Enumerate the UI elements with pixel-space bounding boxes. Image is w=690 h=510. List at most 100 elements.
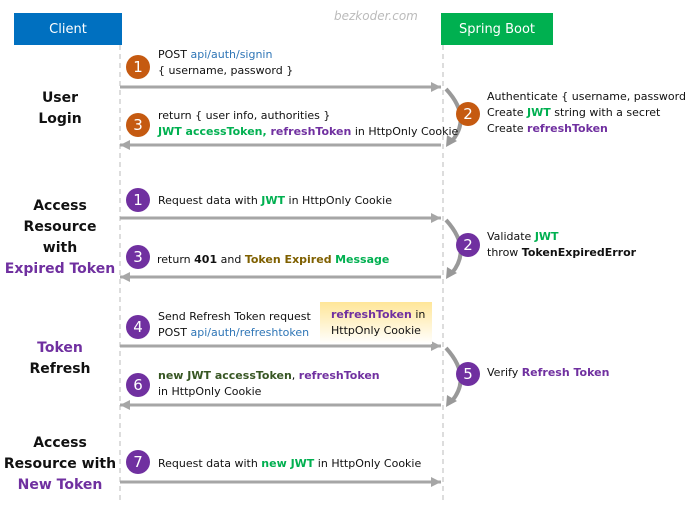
step-text: return { user info, authorities } JWT acc… bbox=[158, 108, 458, 140]
step-text-line: Create JWT string with a secret bbox=[487, 105, 690, 121]
text-segment: { username, password } bbox=[158, 64, 294, 77]
arrowhead bbox=[431, 341, 441, 351]
arrowhead bbox=[120, 140, 130, 150]
text-segment: api/auth/refreshtoken bbox=[190, 326, 310, 339]
text-segment: in HttpOnly Cookie bbox=[351, 125, 459, 138]
step-text-line: Request data with JWT in HttpOnly Cookie bbox=[158, 193, 392, 209]
text-segment: refreshToken bbox=[527, 122, 608, 135]
section-label-line: Resource with bbox=[3, 456, 117, 472]
step-text: POST api/auth/signin{ username, password… bbox=[158, 47, 293, 79]
arrowhead bbox=[431, 477, 441, 487]
step-text-line: throw TokenExpiredError bbox=[487, 245, 636, 261]
text-segment: Message bbox=[335, 253, 390, 266]
text-segment: Authenticate { username, password } bbox=[487, 90, 690, 103]
step-number-badge: 3 bbox=[126, 245, 150, 269]
spring-boot-header: Spring Boot bbox=[441, 13, 553, 45]
step-text-line: refreshToken in bbox=[331, 307, 425, 323]
text-segment: refreshToken bbox=[270, 125, 352, 138]
section-label-line: Access bbox=[33, 198, 87, 214]
text-segment: JWT bbox=[534, 230, 559, 243]
step-text: return 401 and Token Expired Message bbox=[157, 252, 389, 268]
text-segment: refreshToken bbox=[331, 308, 412, 321]
step-text-line: new JWT accessToken, refreshToken bbox=[158, 368, 380, 384]
arrowhead bbox=[431, 82, 441, 92]
section-label-line: Token bbox=[37, 340, 83, 356]
step-text-line: POST api/auth/signin bbox=[158, 47, 293, 63]
text-segment: TokenExpiredError bbox=[521, 246, 637, 259]
text-segment: Verify bbox=[487, 366, 522, 379]
arrowhead bbox=[120, 400, 130, 410]
text-segment: JWT bbox=[261, 194, 286, 207]
text-segment: new JWT bbox=[261, 457, 315, 470]
text-segment: and bbox=[217, 253, 245, 266]
text-segment: refreshToken bbox=[298, 369, 380, 382]
text-segment: JWT accessToken, bbox=[158, 125, 271, 138]
text-segment: Create bbox=[487, 106, 528, 119]
text-segment: 401 bbox=[194, 253, 218, 266]
text-segment: POST bbox=[158, 48, 191, 61]
step-text-line: return 401 and Token Expired Message bbox=[157, 252, 389, 268]
step-text-line: in HttpOnly Cookie bbox=[158, 384, 380, 400]
section-label-line: Login bbox=[38, 111, 82, 127]
step-text: Request data with new JWT in HttpOnly Co… bbox=[158, 456, 421, 472]
step-text-line: JWT accessToken, refreshToken in HttpOnl… bbox=[158, 124, 458, 140]
text-segment: return { user info, authorities } bbox=[158, 109, 331, 122]
step-number-badge: 1 bbox=[126, 188, 150, 212]
step-number-badge: 3 bbox=[126, 113, 150, 137]
text-segment: in HttpOnly Cookie bbox=[158, 385, 262, 398]
text-segment: new JWT accessToken bbox=[158, 369, 292, 382]
step-text-line: Create refreshToken bbox=[487, 121, 690, 137]
text-segment: HttpOnly Cookie bbox=[331, 324, 421, 337]
text-segment: JWT bbox=[527, 106, 551, 119]
section-label-line: Resource bbox=[23, 219, 97, 235]
client-header: Client bbox=[14, 13, 122, 45]
text-segment: Token Expired bbox=[244, 253, 332, 266]
step-number-badge: 1 bbox=[126, 55, 150, 79]
step-text: Authenticate { username, password } Creat… bbox=[487, 89, 690, 137]
arrowhead bbox=[446, 267, 457, 279]
arrowhead bbox=[120, 272, 130, 282]
text-segment: , bbox=[291, 369, 299, 382]
text-segment: in HttpOnly Cookie bbox=[285, 194, 392, 207]
step-text-line: { username, password } bbox=[158, 63, 293, 79]
step-text-line: Authenticate { username, password } bbox=[487, 89, 690, 105]
section-label-line: User bbox=[41, 90, 79, 106]
text-segment: Validate bbox=[487, 230, 535, 243]
section-label-line: New Token bbox=[17, 477, 103, 493]
text-segment: string with a secret bbox=[550, 106, 661, 119]
step-text-line: Verify Refresh Token bbox=[487, 365, 609, 381]
step-number-badge: 6 bbox=[126, 373, 150, 397]
text-segment: throw bbox=[487, 246, 522, 259]
step-text: Verify Refresh Token bbox=[487, 365, 609, 381]
step-number-badge: 5 bbox=[456, 362, 480, 386]
section-label-line: Expired Token bbox=[4, 261, 116, 277]
text-segment: Request data with bbox=[158, 457, 262, 470]
section-label-line: Refresh bbox=[29, 361, 91, 377]
step-number-badge: 7 bbox=[126, 450, 150, 474]
step-text-line: Send Refresh Token request bbox=[158, 309, 311, 325]
arrowhead bbox=[446, 395, 457, 407]
step-text-line: Request data with new JWT in HttpOnly Co… bbox=[158, 456, 421, 472]
cookie-note bbox=[320, 302, 432, 344]
section-label-line: Access bbox=[33, 435, 87, 451]
text-segment: Refresh Token bbox=[521, 366, 610, 379]
step-text-line: Validate JWT bbox=[487, 229, 636, 245]
arrowhead bbox=[446, 135, 457, 147]
step-text-line: return { user info, authorities } bbox=[158, 108, 458, 124]
text-segment: POST bbox=[158, 326, 191, 339]
text-segment: Request data with bbox=[158, 194, 262, 207]
step-text: Request data with JWT in HttpOnly Cookie bbox=[158, 193, 392, 209]
arrowhead bbox=[431, 213, 441, 223]
step-number-badge: 2 bbox=[456, 102, 480, 126]
text-segment: in HttpOnly Cookie bbox=[314, 457, 422, 470]
text-segment: Send Refresh Token request bbox=[158, 310, 311, 323]
